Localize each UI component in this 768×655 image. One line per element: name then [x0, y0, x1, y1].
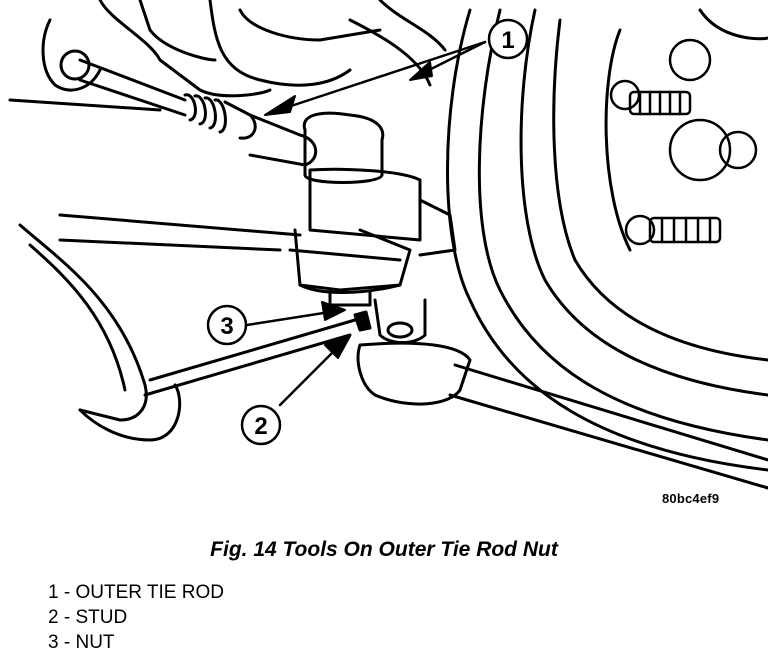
- callout-2: 2: [242, 406, 280, 444]
- tie-rod-illustration: 1 3 2: [0, 0, 768, 530]
- lower-control-arm-drawing: [20, 225, 180, 440]
- legend-item-label: OUTER TIE ROD: [75, 582, 224, 603]
- legend-list: 1OUTER TIE ROD 2STUD 3NUT: [48, 580, 224, 655]
- legend-item: 1OUTER TIE ROD: [48, 580, 224, 605]
- brake-rotor-drawing: [448, 10, 768, 470]
- suspension-frame-drawing: [10, 0, 445, 260]
- callout-1-number: 1: [501, 27, 514, 54]
- legend-item: 3NUT: [48, 630, 224, 655]
- callout-3-number: 3: [220, 313, 233, 340]
- legend-item-label: NUT: [75, 632, 114, 653]
- legend-item: 2STUD: [48, 605, 224, 630]
- outer-tie-rod-drawing: [295, 113, 455, 305]
- legend-item-number: 1: [48, 582, 75, 603]
- legend-item-label: STUD: [75, 607, 127, 628]
- callout-2-number: 2: [254, 413, 267, 440]
- figure-reference-code: 80bc4ef9: [662, 491, 719, 506]
- legend-item-number: 2: [48, 607, 75, 628]
- legend-item-number: 3: [48, 632, 75, 653]
- callout-1: 1: [489, 20, 527, 58]
- callout-3: 3: [208, 306, 246, 344]
- figure-caption: Fig. 14 Tools On Outer Tie Rod Nut: [0, 538, 768, 562]
